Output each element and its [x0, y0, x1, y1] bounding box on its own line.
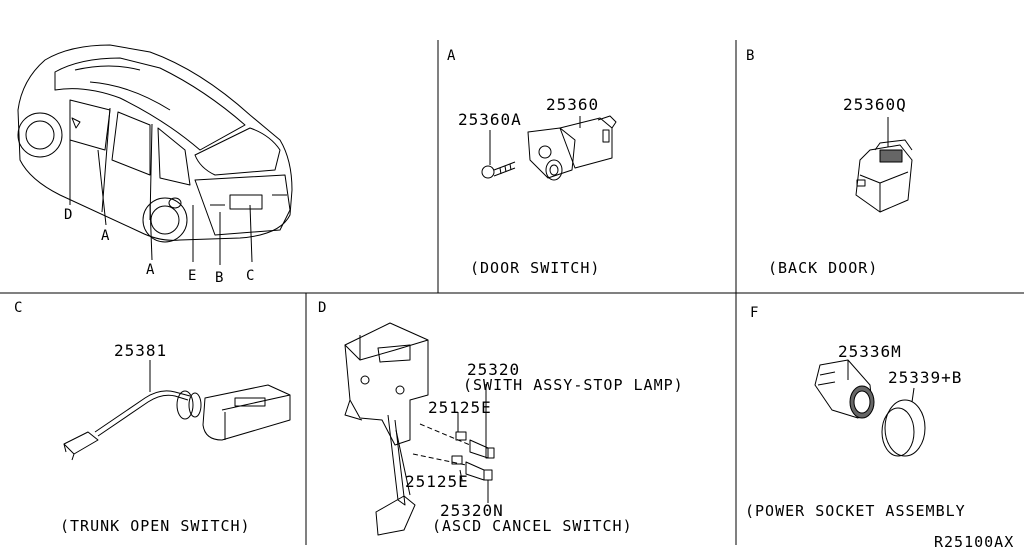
- callout-a-rear-door: A: [146, 262, 155, 278]
- part-number-25336M: 25336M: [838, 342, 902, 361]
- part-number-25320: 25320: [467, 360, 521, 379]
- trunk-switch-illustration: [63, 360, 291, 461]
- diagram-code: R25100AX: [934, 533, 1015, 551]
- section-a-letter: A: [447, 48, 456, 64]
- section-d-letter: D: [318, 300, 327, 316]
- section-c-letter: C: [14, 300, 23, 316]
- leader-a2: [149, 204, 153, 261]
- power-socket-caption: (POWER SOCKET ASSEMBLY: [745, 502, 966, 520]
- part-number-25125E-lower: 25125E: [405, 472, 469, 491]
- callout-b: B: [215, 270, 224, 286]
- vehicle-illustration: [17, 44, 293, 265]
- part-number-25360: 25360: [546, 95, 600, 114]
- trunk-switch-caption: (TRUNK OPEN SWITCH): [60, 517, 251, 535]
- part-number-25125E-upper: 25125E: [428, 398, 492, 417]
- callout-a-front-door: A: [101, 228, 110, 244]
- leader-c: [249, 204, 253, 263]
- leader-a1: [97, 149, 107, 226]
- part-number-25360A: 25360A: [458, 110, 522, 129]
- part-number-25360Q: 25360Q: [843, 95, 907, 114]
- part-number-25339B: 25339+B: [888, 368, 963, 387]
- stop-lamp-switch-caption: (SWITH ASSY-STOP LAMP): [463, 376, 684, 394]
- back-door-caption: (BACK DOOR): [768, 259, 879, 277]
- callout-e: E: [188, 268, 197, 284]
- section-f-letter: F: [750, 305, 759, 321]
- part-number-25320N: 25320N: [440, 501, 504, 520]
- back-door-switch-illustration: [855, 117, 913, 213]
- ascd-cancel-switch-caption: (ASCD CANCEL SWITCH): [432, 517, 633, 535]
- door-switch-caption: (DOOR SWITCH): [470, 259, 601, 277]
- section-b-letter: B: [746, 48, 755, 64]
- callout-d: D: [64, 207, 73, 223]
- part-number-25381: 25381: [114, 341, 168, 360]
- door-switch-illustration: [481, 115, 617, 181]
- callout-c: C: [246, 268, 255, 284]
